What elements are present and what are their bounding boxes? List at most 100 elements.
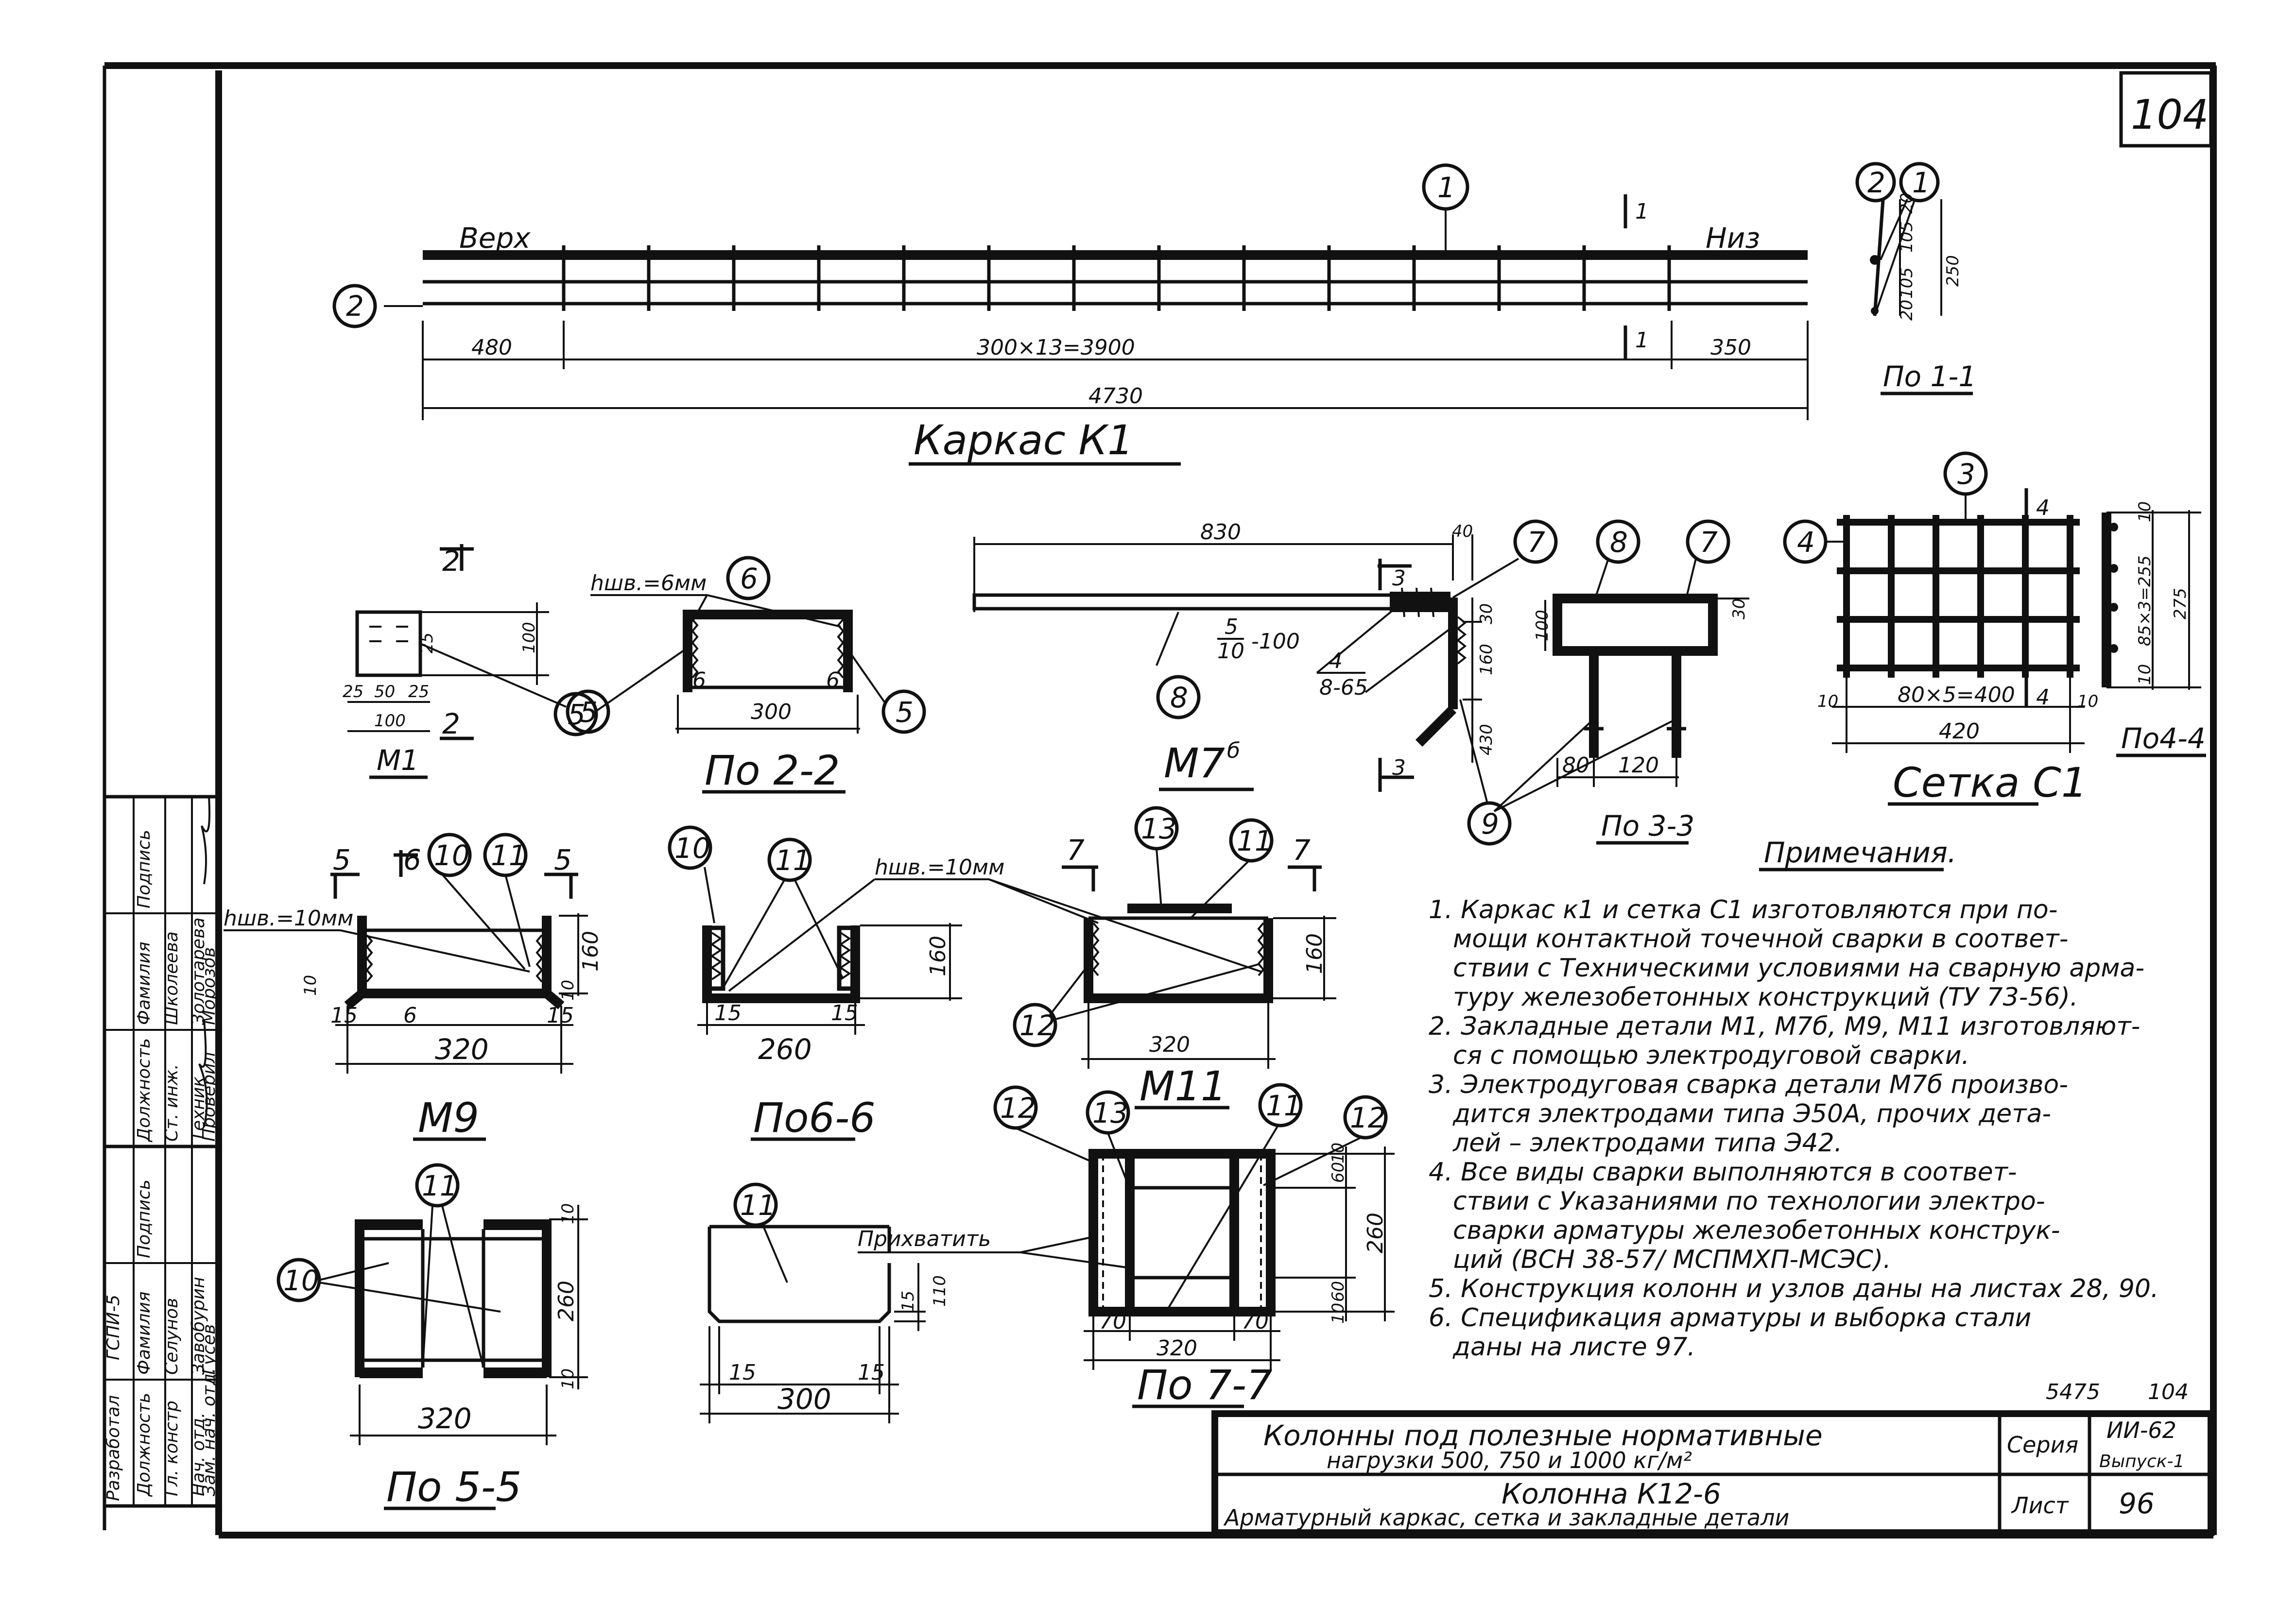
karkas-dim-left: 480: [471, 335, 512, 360]
setka-dim-total: 420: [1939, 719, 1980, 744]
title-line2: нагрузки 500, 750 и 1000 кг/м²: [1327, 1447, 1692, 1473]
m1-dim-h-0: 25: [343, 682, 363, 701]
m7-dim-end: 40: [1452, 522, 1473, 541]
stamp-col-name-b: Фамилия: [134, 941, 154, 1025]
sec33-callout-left: 8: [1610, 526, 1628, 559]
sec66-dim-right: 15: [831, 1001, 858, 1026]
m1-dim-total: 100: [374, 711, 406, 731]
sec22-dim-total: 300: [751, 700, 792, 724]
sec77-dim-right: 70: [1242, 1309, 1269, 1334]
notes-line-5: ся с помощью электродуговой сварки.: [1453, 1041, 1969, 1070]
karkas-section-mark-bottom: 1: [1635, 328, 1649, 353]
m11-mark-1: 7: [1293, 834, 1311, 867]
part11-dim-right: 15: [858, 1360, 885, 1385]
notes-line-14: 6. Спецификация арматуры и выборка стали: [1429, 1303, 2031, 1333]
sec77-callout-c: 11: [1266, 1089, 1302, 1122]
m7-title: М7: [1164, 739, 1225, 787]
m1-dim-v: 100: [519, 622, 539, 653]
notes-line-15: даны на листе 97.: [1452, 1333, 1695, 1362]
sec33-dim-h2: 120: [1618, 753, 1659, 778]
notes-line-1: мощи контактной точечной сварки в соотве…: [1453, 924, 2068, 954]
m9-dim-bottom-1: 6: [403, 1003, 417, 1028]
m9-callout-a: 10: [434, 839, 470, 872]
sec77-dim-right-0: 10: [1329, 1143, 1348, 1163]
sec77-dim-left: 70: [1099, 1309, 1126, 1334]
m1-section-mark-bottom: 2: [442, 707, 460, 740]
notes-line-3: туру железобетонных конструкций (ТУ 73-5…: [1453, 983, 2078, 1012]
title-line3: Колонна К12-6: [1502, 1477, 1721, 1510]
corner-number-box: [2119, 71, 2213, 148]
m11-callout-top: 13: [1141, 812, 1177, 845]
sec11-title: По 1-1: [1883, 360, 1976, 393]
stamp-row-a0-post: Гл. констр: [162, 1401, 182, 1496]
karkas-section-mark-top: 1: [1635, 199, 1649, 224]
m1-title: М1: [377, 744, 419, 777]
m9-dim-bottom-0: 15: [330, 1003, 358, 1028]
sec55-dim-total: 320: [418, 1402, 472, 1435]
stamp-row-a2-name: Гусев: [199, 1324, 219, 1375]
sec55-callout-a: 11: [422, 1169, 458, 1202]
m9-dim-total: 320: [435, 1033, 489, 1066]
setka-c1: 3 4 4 4 10 10 80×5=400 420 Сетка С1: [1783, 451, 2098, 806]
stamp-row-a0-name: Селунов: [162, 1298, 182, 1375]
m7-label-b-den: 8-65: [1319, 675, 1368, 700]
title-line4: Арматурный каркас, сетка и закладные дет…: [1223, 1504, 1789, 1531]
m7-label-a-den: 10: [1217, 639, 1244, 664]
sheet-label: Лист: [2011, 1492, 2069, 1519]
m7-callout-a: 7: [1527, 526, 1545, 559]
sec66-dim-left: 15: [714, 1001, 742, 1026]
sec77-dim-height: 260: [1363, 1213, 1388, 1253]
section-1-1: 2 1 20 105 105 20 250 По 1-1: [1855, 162, 1976, 395]
section-5-5: 11 10 10 260 10 320 По 5-5: [276, 1163, 588, 1511]
stamp-col-post-b: Должность: [134, 1038, 154, 1143]
sec77-callout-b: 13: [1092, 1096, 1128, 1129]
m9-dim-lip-right: 10: [558, 980, 578, 1001]
m7-dim-length: 830: [1200, 520, 1241, 545]
part11-callout: 11: [740, 1189, 776, 1222]
signature-scribble-2: [198, 1020, 208, 1128]
sec55-title: По 5-5: [386, 1463, 521, 1511]
sec77-title: По 7-7: [1137, 1361, 1272, 1409]
sec33-dim-side: 30: [1729, 598, 1749, 619]
setka-callout-left: 4: [1797, 526, 1815, 559]
sec55-dim-bottom: 10: [558, 1368, 578, 1389]
stamp-org: ГСПИ-5: [104, 1295, 123, 1360]
sec44-dim-total: 275: [2171, 588, 2190, 619]
part11-dim-lip: 15: [898, 1291, 918, 1312]
karkas-label-top: Верх: [459, 222, 531, 255]
sec44-dim-bottom: 10: [2135, 664, 2155, 685]
stamp-row-a1-post: Нач. отд.: [189, 1412, 208, 1496]
title-block: 5475 104 Колонны под полезные нормативны…: [1211, 1380, 2214, 1536]
stamp-row-b1-name: Золотарева: [189, 918, 208, 1025]
m9-mark-1: 6: [403, 843, 421, 876]
notes-line-12: ций (ВСН 38-57/ МСПМХП-МСЭС).: [1453, 1245, 1891, 1274]
section-7-7: 12 13 11 12 Прихватить 10 60 60 10 260: [858, 1083, 1395, 1409]
karkas-title: Каркас К1: [914, 416, 1134, 464]
sec66-dim-total: 260: [758, 1033, 812, 1066]
notes-line-4: 2. Закладные детали М1, М7б, М9, М11 изг…: [1429, 1012, 2140, 1041]
sec11-dim-0: 20: [1897, 300, 1916, 321]
stamp-row-a2-post: Зам. нач. отд.: [199, 1368, 219, 1496]
series-label: Серия: [2007, 1432, 2078, 1458]
stamp-role-devel: Разработал: [104, 1395, 123, 1501]
stamp-row-b0-name: Школеева: [162, 931, 182, 1025]
m9-dim-lip-left: 10: [301, 975, 320, 996]
m9-callout-b: 11: [491, 839, 527, 872]
karkas-k1-view: 2 1 Верх Низ 1 1 480 300×13=3900 350 473…: [332, 163, 1809, 466]
sec55-dim-height: 260: [554, 1281, 579, 1321]
part11-dim-left: 15: [729, 1360, 756, 1385]
series-value-2: Выпуск-1: [2099, 1452, 2184, 1471]
m7-title-sup: б: [1227, 738, 1240, 763]
stamp-col-sign-b: Подпись: [134, 830, 154, 908]
karkas-label-bottom: Низ: [1706, 222, 1760, 255]
setka-section-mark-bottom: 4: [2036, 685, 2050, 710]
m9-weld-note: hшв.=10мм: [224, 906, 353, 931]
m7-label-a-num: 5: [1225, 615, 1238, 639]
setka-title: Сетка С1: [1893, 759, 2087, 806]
notes-title: Примечания.: [1764, 836, 1956, 869]
section-6-6: 10 11 hшв.=10мм 160 15 15 260 По6-6: [668, 825, 1004, 1142]
sec66-callout-b: 11: [775, 844, 811, 877]
m9-dim-bottom-2: 15: [547, 1003, 574, 1028]
notes-line-10: ствии с Указаниями по технологии электро…: [1453, 1187, 2045, 1216]
